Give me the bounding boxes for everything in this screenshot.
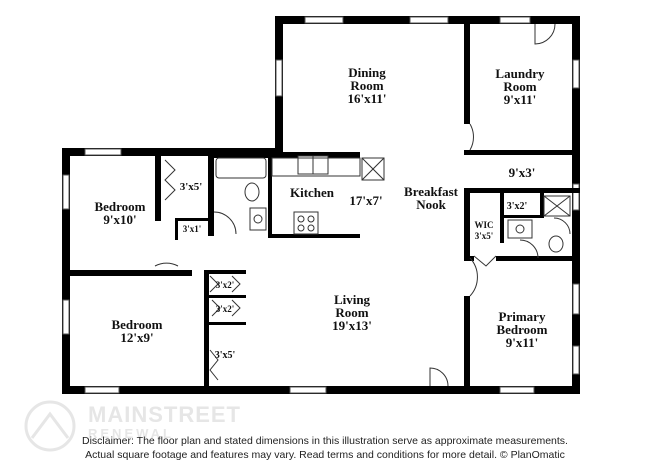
dining-name-2: Room <box>350 78 383 93</box>
laundry-name-2: Room <box>503 79 536 94</box>
closet-3x1: 3'x1' <box>183 224 202 234</box>
bedroom-top-name: Bedroom <box>94 199 145 214</box>
nook-9x3-dim: 9'x3' <box>509 165 536 180</box>
kitchen-dim: 17'x7' <box>349 193 382 208</box>
wic-dim: 3'x5' <box>475 231 494 241</box>
dining-dim: 16'x11' <box>347 91 386 106</box>
living-dim: 19'x13' <box>332 318 372 333</box>
living-name-1: Living <box>334 292 371 307</box>
closet-3x2-a: 3'x2' <box>216 280 235 290</box>
primary-name-1: Primary <box>499 309 546 324</box>
bedroom-bottom-name: Bedroom <box>111 317 162 332</box>
disclaimer-line-2: Actual square footage and features may v… <box>85 449 565 461</box>
closet-3x2-b: 3'x2' <box>216 304 235 314</box>
room-labels: Dining Room 16'x11' Laundry Room 9'x11' … <box>94 65 547 350</box>
kitchen-name: Kitchen <box>290 185 335 200</box>
bedroom-top-dim: 9'x10' <box>103 212 136 227</box>
breakfast-name-2: Nook <box>416 197 446 212</box>
bedroom-bottom-dim: 12'x9' <box>120 330 153 345</box>
laundry-name-1: Laundry <box>495 66 545 81</box>
primary-toilet-icon <box>548 235 564 253</box>
closet-3x5-top: 3'x5' <box>180 181 203 193</box>
closet-3x5-bottom: 3'x5' <box>215 350 236 361</box>
closet-labels: 3'x5' 3'x1' 3'x2' 3'x2' 3'x5' 3'x2' WIC … <box>180 181 528 361</box>
brand-logo-icon <box>24 400 76 452</box>
primary-name-2: Bedroom <box>496 322 547 337</box>
closet-3x2-right: 3'x2' <box>507 201 528 212</box>
disclaimer-line-1: Disclaimer: The floor plan and stated di… <box>82 435 568 447</box>
living-name-2: Room <box>335 305 368 320</box>
counter-outline <box>271 157 361 177</box>
brand-sub: RENEWAL <box>88 426 174 441</box>
primary-dim: 9'x11' <box>506 335 539 350</box>
door-swings <box>154 23 571 387</box>
interior-walls <box>62 24 580 394</box>
dining-name-1: Dining <box>348 65 386 80</box>
wic-label: WIC <box>474 220 493 230</box>
fixtures <box>215 155 571 253</box>
brand-name: MAINSTREET <box>88 402 241 427</box>
brand-watermark: MAINSTREET RENEWAL <box>22 398 262 458</box>
toilet-icon <box>244 182 260 202</box>
bathtub-icon <box>215 157 267 179</box>
stove-icon <box>293 211 319 235</box>
windows <box>62 16 580 394</box>
laundry-dim: 9'x11' <box>504 92 537 107</box>
breakfast-name-1: Breakfast <box>404 184 459 199</box>
